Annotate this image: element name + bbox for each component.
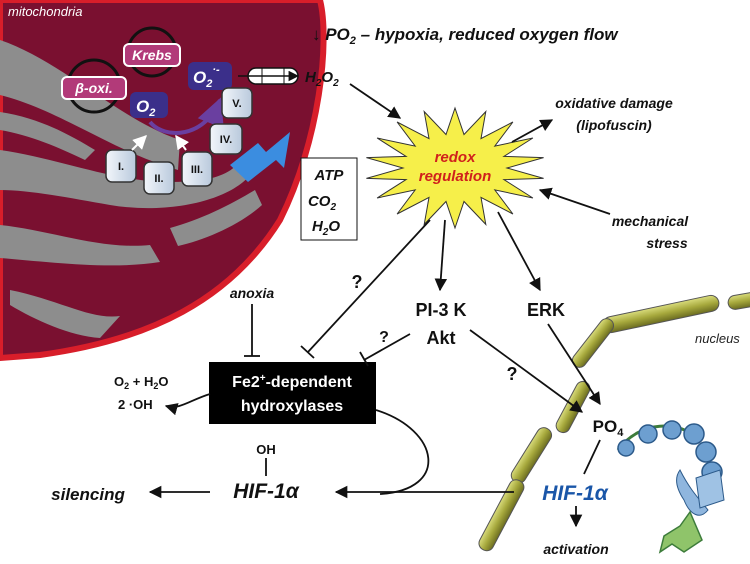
svg-text:Fe2+-dependent: Fe2+-dependent (232, 373, 352, 391)
svg-text:H2O: H2O (312, 218, 340, 238)
hydroxylases-box: Fe2+-dependent hydroxylases (209, 362, 376, 424)
activation-label: activation (543, 541, 608, 557)
atp-output-arrow (230, 132, 290, 182)
krebs-cycle: Krebs (123, 26, 181, 78)
complex-3: III. (181, 151, 213, 187)
beta-oxidation-cycle: β-oxi. (61, 58, 127, 114)
beta-oxi-label: β-oxi. (74, 80, 112, 96)
nucleus-label: nucleus (695, 331, 740, 346)
mitochondria-label: mitochondria (8, 4, 82, 19)
mechanical-label-1: mechanical (612, 213, 689, 229)
pathway-arrows (148, 83, 611, 528)
inhibition-lines (244, 219, 431, 367)
svg-text:CO2: CO2 (308, 193, 337, 213)
lipofuscin-label: (lipofuscin) (576, 117, 652, 133)
o2-to-superoxide-arrow (148, 97, 224, 135)
hif-active-label: HIF-1α (542, 482, 609, 505)
h2o2-label: H2O2 (305, 69, 339, 89)
po4-label: PO4 (593, 417, 625, 439)
reaction-products: 2 ·OH (118, 397, 153, 412)
oh-label: OH (256, 442, 276, 457)
anoxia-label: anoxia (230, 285, 275, 301)
hypoxia-heading: ↓ PO2 – hypoxia, reduced oxygen flow (312, 25, 619, 47)
chromatin-icon (616, 420, 725, 554)
reaction-reagents: O2 + H2O (114, 374, 169, 391)
pi3k-label: PI-3 K (415, 300, 466, 320)
akt-label: Akt (426, 328, 455, 348)
electron-flow-arrows (131, 134, 190, 151)
products-box: ATP CO2 H2O (300, 157, 358, 241)
complex-5: V. (221, 87, 253, 119)
svg-text:I.: I. (118, 161, 124, 173)
superoxide-node: O2·- (188, 62, 232, 90)
svg-text:O2: O2 (136, 97, 155, 119)
svg-text:O2·-: O2·- (193, 64, 220, 90)
svg-text:hydroxylases: hydroxylases (241, 398, 343, 415)
svg-text:ATP: ATP (314, 167, 345, 184)
membrane-channel (238, 67, 300, 85)
oxidative-damage-label: oxidative damage (555, 95, 673, 111)
mechanical-label-2: stress (646, 235, 687, 251)
complex-1: I. (105, 149, 137, 183)
redox-label-2: regulation (419, 168, 492, 185)
question-mark-3: ? (507, 364, 518, 384)
krebs-label: Krebs (132, 47, 172, 63)
o2-node: O2 (130, 92, 168, 119)
svg-text:V.: V. (232, 98, 241, 110)
nucleus-membrane (478, 292, 750, 552)
redox-label-1: redox (435, 149, 477, 166)
question-mark-2: ? (379, 329, 389, 346)
erk-label: ERK (527, 300, 565, 320)
svg-text:III.: III. (191, 164, 203, 176)
redox-starburst: redox regulation (366, 106, 544, 230)
svg-text:II.: II. (154, 173, 163, 185)
silencing-label: silencing (51, 485, 125, 504)
hif-hydroxylated-label: HIF-1α (233, 480, 300, 503)
svg-text:IV.: IV. (220, 134, 232, 146)
complex-2: II. (143, 161, 175, 195)
complex-4: IV. (209, 123, 243, 155)
question-mark-1: ? (352, 272, 363, 292)
